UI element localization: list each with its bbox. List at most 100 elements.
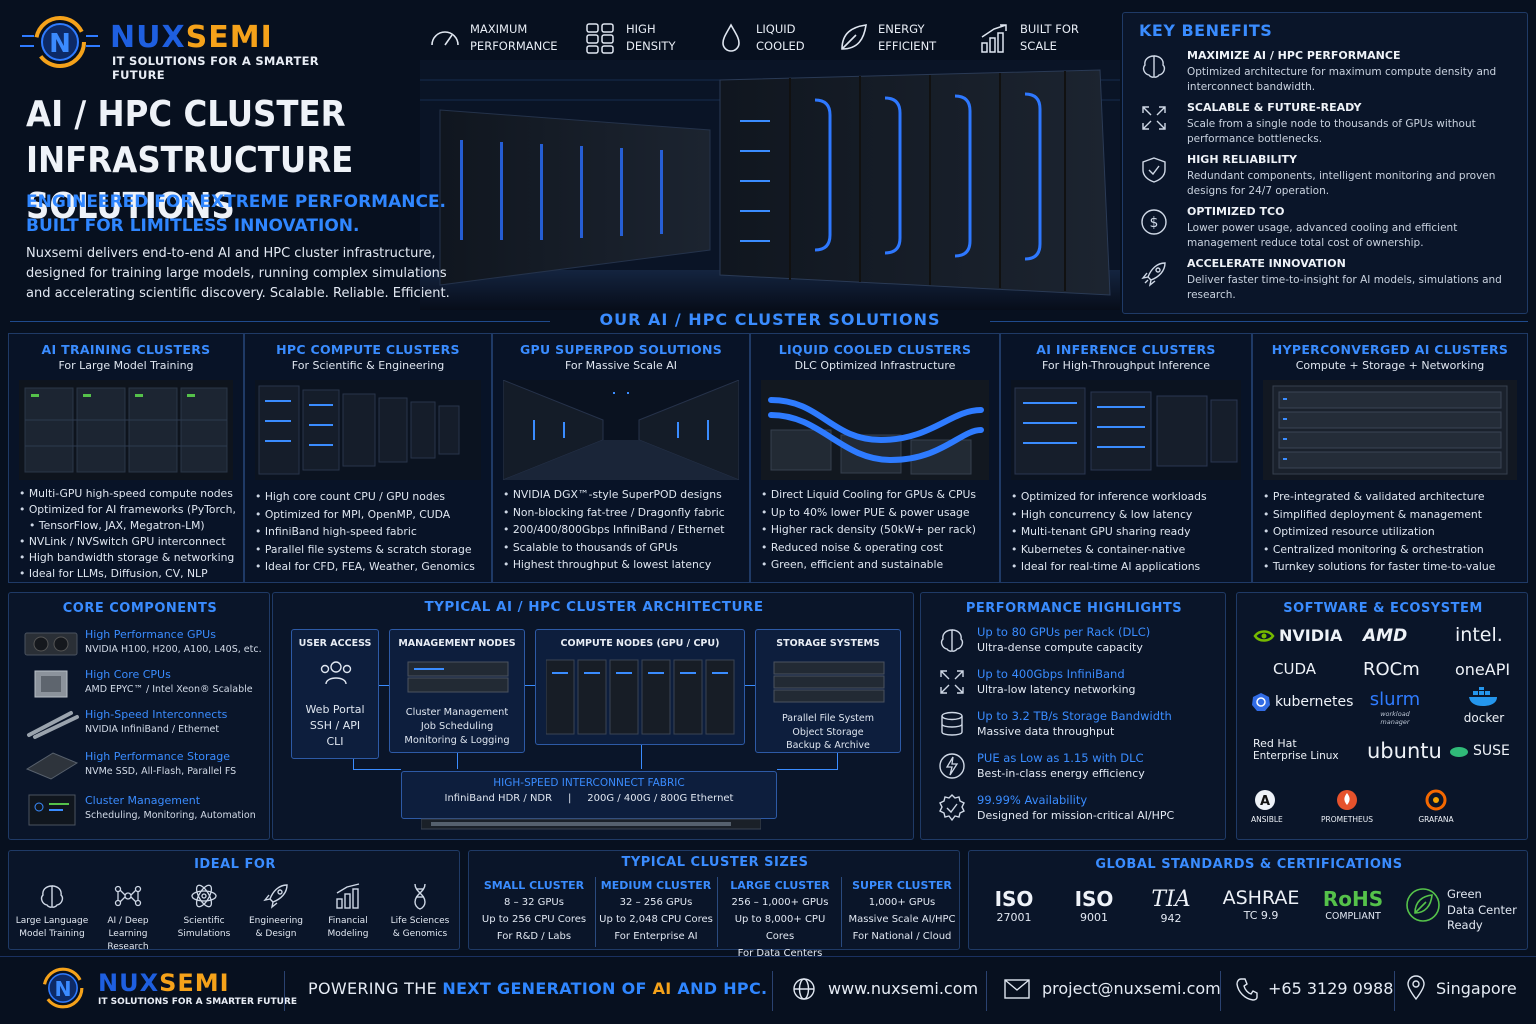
size-line: 256 – 1,000+ GPUs (731, 897, 829, 908)
docker-whale-icon (1469, 687, 1497, 706)
solution-bullets: Multi-GPU high-speed compute nodes Optim… (19, 486, 236, 582)
benefit-desc: Deliver faster time-to-insight for AI mo… (1187, 274, 1502, 301)
shield-check-icon (1142, 157, 1166, 183)
size-line: 32 – 256 GPUs (619, 897, 693, 908)
ideal-label: AI / Deep Learning (107, 916, 149, 939)
ubuntu-logo: ubuntu (1367, 739, 1442, 763)
server-rack-image (19, 380, 233, 480)
fabric-sep: | (567, 793, 572, 804)
growth-chart-icon (981, 24, 1007, 53)
cert-name: ISO (994, 887, 1034, 911)
size-line: For R&D / Labs (496, 931, 572, 942)
benefit-desc: Scale from a single node to thousands of… (1187, 118, 1476, 145)
size-line: Up to 2,048 CPU Cores (599, 914, 713, 925)
bullet: TensorFlow, JAX, Megatron-LM) (19, 518, 236, 534)
solution-card-hyperconverged: HYPERCONVERGED AI CLUSTERS Compute + Sto… (1252, 333, 1528, 583)
benefit-desc: Redundant components, intelligent monito… (1187, 170, 1496, 197)
benefit-title: OPTIMIZED TCO (1187, 205, 1285, 218)
performance-title: PERFORMANCE HIGHLIGHTS (965, 601, 1183, 616)
solution-card-ai-inference: AI INFERENCE CLUSTERS For High-Throughpu… (1000, 333, 1252, 583)
architecture-title: TYPICAL AI / HPC CLUSTER ARCHITECTURE (424, 599, 764, 615)
line: Web Portal (305, 703, 365, 716)
svg-text:$: $ (1150, 215, 1159, 231)
cert-code: 942 (1160, 912, 1182, 925)
bullet: Green, efficient and sustainable (761, 556, 976, 574)
atom-icon (191, 884, 217, 908)
bullet: Multi-GPU high-speed compute nodes (19, 486, 236, 502)
website-link[interactable]: www.nuxsemi.com (828, 979, 979, 998)
perf-title: PUE as Low as 1.15 with DLC (977, 751, 1144, 765)
core-item-desc: NVIDIA InfiniBand / Ethernet (85, 724, 220, 735)
bullet: Scalable to thousands of GPUs (503, 539, 725, 557)
phone-link[interactable]: +65 3129 0988 (1268, 979, 1394, 998)
arrow (379, 685, 389, 686)
svg-text:N: N (54, 977, 71, 1001)
phone-icon (1236, 978, 1258, 1001)
green-line: Green (1447, 887, 1482, 901)
hero-title-line-2: INFRASTRUCTURE SOLUTIONS (26, 140, 354, 227)
core-item-desc: NVIDIA H100, H200, A100, L40S, etc. (85, 644, 262, 655)
ideal-label: Financial (328, 916, 368, 926)
ideal-label: Model Training (19, 929, 85, 939)
kubernetes-logo: kubernetes (1251, 692, 1353, 712)
bullet: Higher rack density (50kW+ per rack) (761, 521, 976, 539)
bullet: Ideal for CFD, FEA, Weather, Genomics (255, 558, 475, 576)
gpu-card-icon (24, 632, 78, 656)
grafana-swirl-icon (1425, 789, 1447, 811)
solution-subtitle: For High-Throughput Inference (1041, 359, 1210, 372)
rocket-icon (1141, 262, 1166, 287)
solution-card-hpc-compute: HPC COMPUTE CLUSTERS For Scientific & En… (244, 333, 492, 583)
feature-density: HIGH DENSITY (584, 16, 675, 60)
line: CLI (326, 735, 344, 748)
server-unit-icon (407, 661, 509, 693)
feature-label: LIQUID COOLED (756, 22, 805, 53)
users-icon (320, 661, 352, 685)
software-panel: SOFTWARE & ECOSYSTEM NVIDIA AMD intel. C… (1236, 592, 1528, 840)
water-drop-icon (722, 23, 740, 52)
feature-scale: BUILT FOR SCALE (978, 16, 1079, 60)
leaf-icon (841, 24, 867, 50)
size-line: For Data Centers (737, 948, 823, 959)
brain-icon (40, 885, 64, 908)
email-link[interactable]: project@nuxsemi.com (1042, 979, 1221, 998)
bullet: Pre-integrated & validated architecture (1263, 488, 1495, 506)
connector (777, 769, 837, 770)
arch-storage-systems: STORAGE SYSTEMS Parallel File System Obj… (755, 629, 901, 753)
hero-datacenter-image (420, 60, 1120, 310)
size-title: MEDIUM CLUSTER (600, 879, 712, 892)
solution-title: AI TRAINING CLUSTERS (41, 342, 211, 357)
cert-name: ASHRAE (1222, 887, 1300, 909)
core-item-gpu: High Performance GPUs NVIDIA H100, H200,… (23, 627, 273, 665)
arrow (745, 685, 755, 686)
solution-bullets: Direct Liquid Cooling for GPUs & CPUs Up… (761, 486, 976, 574)
cable-icon (27, 711, 79, 739)
perf-item: Up to 3.2 TB/s Storage Bandwidth Massive… (937, 709, 1227, 747)
connector (837, 753, 838, 770)
divider (10, 321, 550, 322)
intel-logo: intel. (1455, 624, 1503, 646)
box-title: MANAGEMENT NODES (398, 638, 516, 649)
bullet: High concurrency & low latency (1011, 506, 1207, 524)
solution-title: AI INFERENCE CLUSTERS (1036, 342, 1216, 357)
box-title: COMPUTE NODES (GPU / CPU) (560, 638, 720, 649)
benefit-title: HIGH RELIABILITY (1187, 153, 1298, 166)
redhat-subtext: Enterprise Linux (1253, 750, 1339, 762)
suse-logo: SUSE (1449, 743, 1510, 759)
core-item-title: High Performance GPUs (85, 628, 216, 641)
ideal-label: Scientific (183, 916, 225, 926)
server-rack-image (255, 380, 481, 480)
ideal-item: Life Sciences& Genomics (383, 881, 457, 941)
green-line: Data Center (1447, 902, 1517, 917)
datacenter-aisle-image (503, 380, 739, 480)
divider (284, 971, 285, 1011)
bullet: Non-blocking fat-tree / Dragonfly fabric (503, 504, 725, 522)
bullet: InfiniBand high-speed fabric (255, 523, 475, 541)
hero-title-line-1: AI / HPC CLUSTER (26, 94, 346, 135)
perf-item: PUE as Low as 1.15 with DLC Best-in-clas… (937, 751, 1227, 789)
size-line: 1,000+ GPUs (868, 897, 936, 908)
